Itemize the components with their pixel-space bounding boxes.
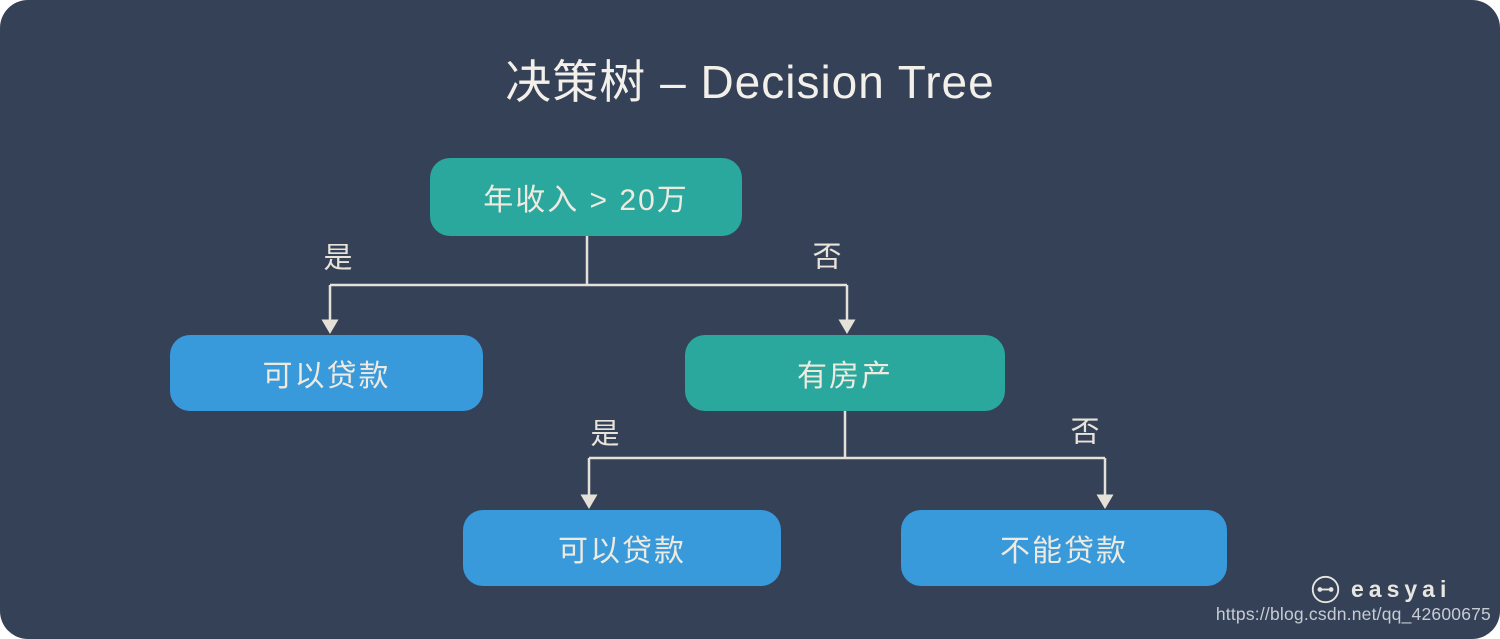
watermark-url: https://blog.csdn.net/qq_42600675 bbox=[1215, 604, 1491, 624]
arrowhead-down-icon bbox=[321, 319, 339, 334]
easyai-brand: easyai bbox=[1311, 574, 1451, 604]
diagram-title: 决策树 – Decision Tree bbox=[505, 56, 995, 108]
node-root-income-label: 年收入 > 20万 bbox=[483, 184, 689, 217]
edge-label-yes-level2: 是 bbox=[590, 418, 620, 451]
node-can-loan-left-label: 可以贷款 bbox=[262, 360, 391, 393]
node-cannot-loan-label: 不能贷款 bbox=[1000, 535, 1128, 568]
node-has-property-label: 有房产 bbox=[797, 360, 893, 393]
brand-name: easyai bbox=[1351, 575, 1452, 602]
edge-root-branches bbox=[321, 236, 856, 334]
node-can-loan-bottom-label: 可以贷款 bbox=[558, 535, 686, 568]
edge-label-no-level2: 否 bbox=[1070, 416, 1100, 449]
arrowhead-down-icon bbox=[580, 494, 598, 509]
arrowhead-down-icon bbox=[838, 319, 856, 334]
node-cannot-loan: 不能贷款 bbox=[901, 510, 1227, 586]
easyai-logo-icon bbox=[1311, 575, 1340, 603]
node-has-property: 有房产 bbox=[685, 335, 1005, 411]
edge-label-yes-level1: 是 bbox=[323, 242, 353, 275]
edge-property-branches bbox=[580, 411, 1114, 509]
node-can-loan-left: 可以贷款 bbox=[170, 335, 483, 411]
arrowhead-down-icon bbox=[1096, 494, 1114, 509]
edge-label-no-level1: 否 bbox=[812, 241, 842, 274]
node-root-income: 年收入 > 20万 bbox=[430, 158, 742, 236]
node-can-loan-bottom: 可以贷款 bbox=[463, 510, 781, 586]
